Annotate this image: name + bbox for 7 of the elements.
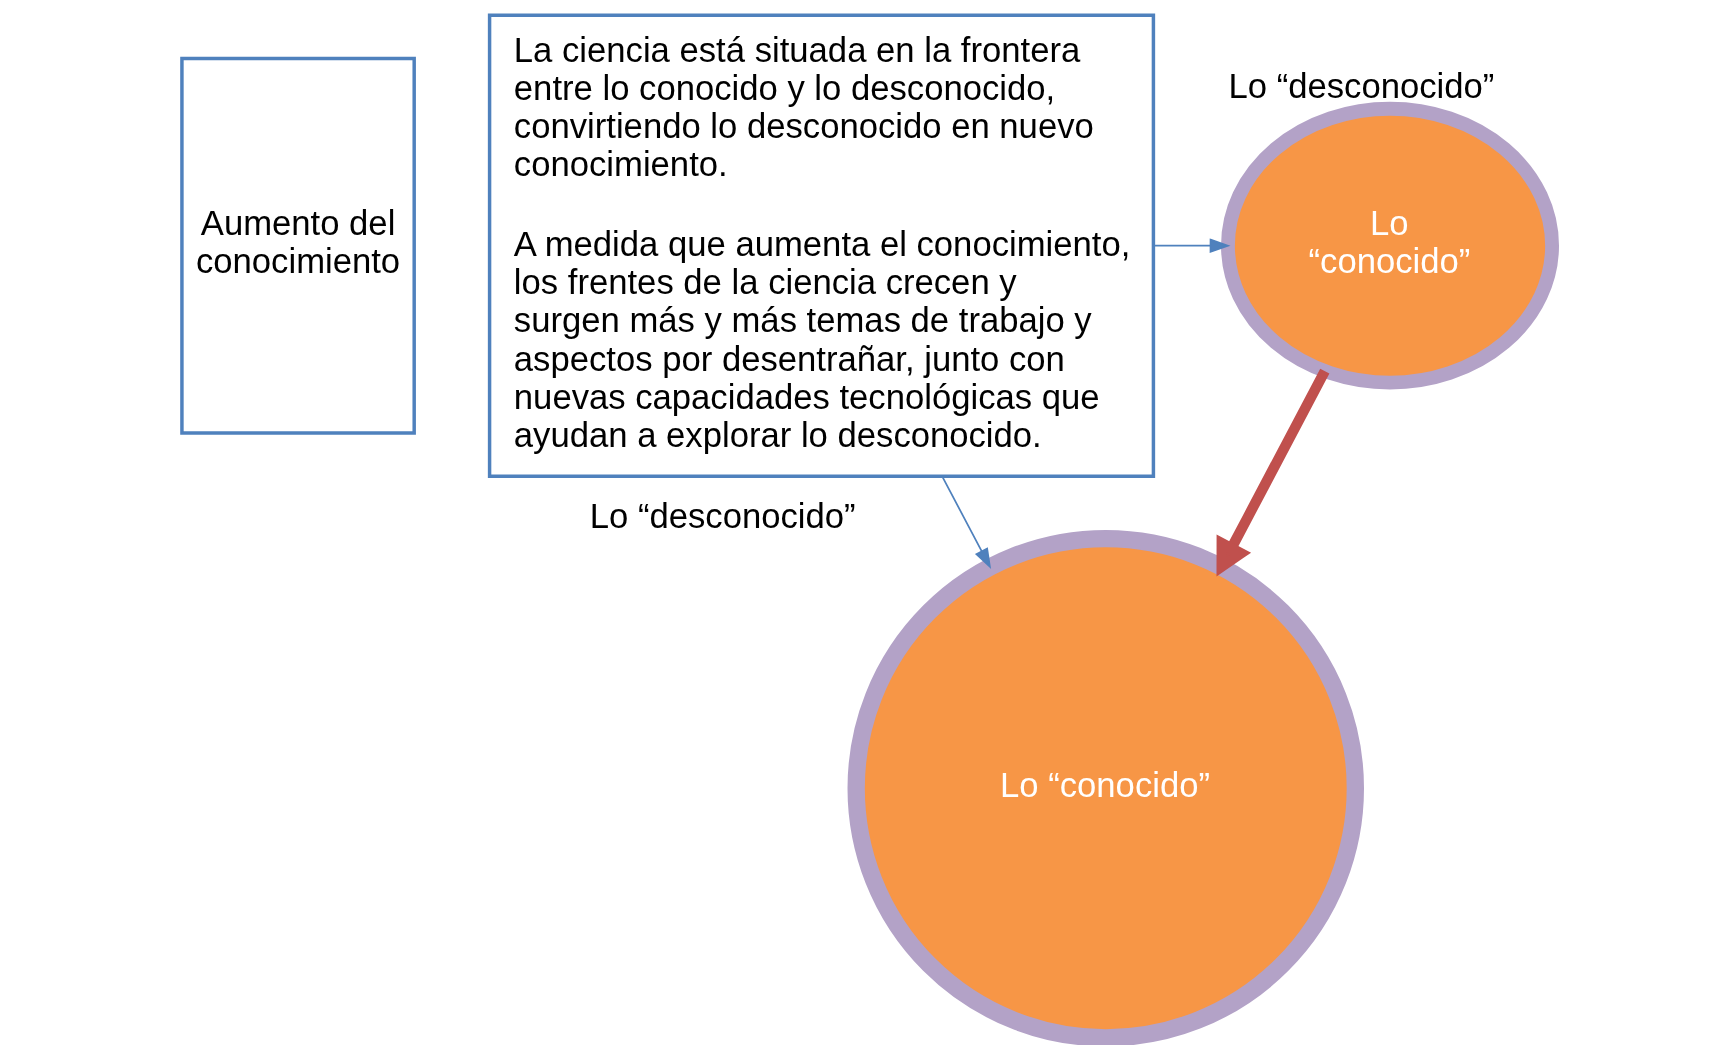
node-box: La ciencia está situada en la frontera entre lo conocido y lo desconocido, convirtiendo lo desconocido en nuevo conocimiento. A medida que aumenta el conocimiento, los frentes de la ciencia crecen y surgen más y más temas de trabajo y aspectos por desentrañar, junto con nuevas capacidades tecnológicas que ayudan a explorar lo desconocido. bbox=[487, 13, 1155, 478]
arrow bbox=[941, 475, 991, 570]
arrow bbox=[1152, 238, 1230, 253]
arrow bbox=[1216, 368, 1329, 577]
node-box: Aumento del conocimiento bbox=[179, 56, 416, 435]
node-circle: Lo “conocido” bbox=[847, 529, 1364, 1045]
node-ellipse: Lo “conocido” bbox=[1220, 101, 1559, 390]
